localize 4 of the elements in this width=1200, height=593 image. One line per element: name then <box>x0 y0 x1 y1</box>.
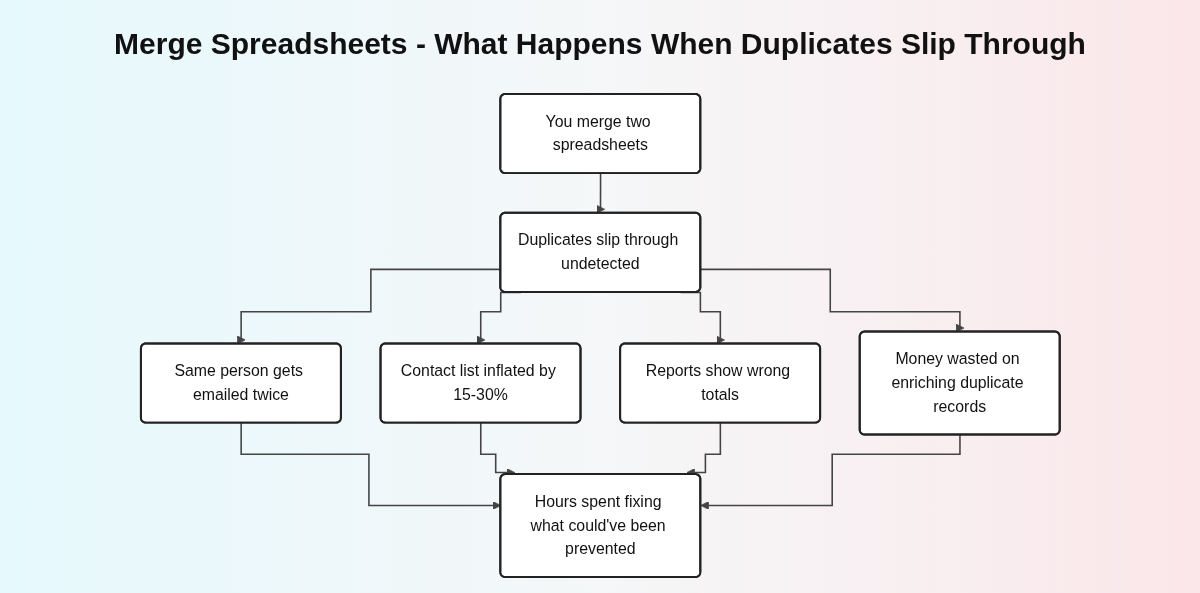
arrow <box>596 172 605 214</box>
arrow <box>240 422 501 510</box>
diagram-title: Merge Spreadsheets - What Happens When Duplicates Slip Through <box>114 26 1086 62</box>
arrow <box>700 434 961 510</box>
